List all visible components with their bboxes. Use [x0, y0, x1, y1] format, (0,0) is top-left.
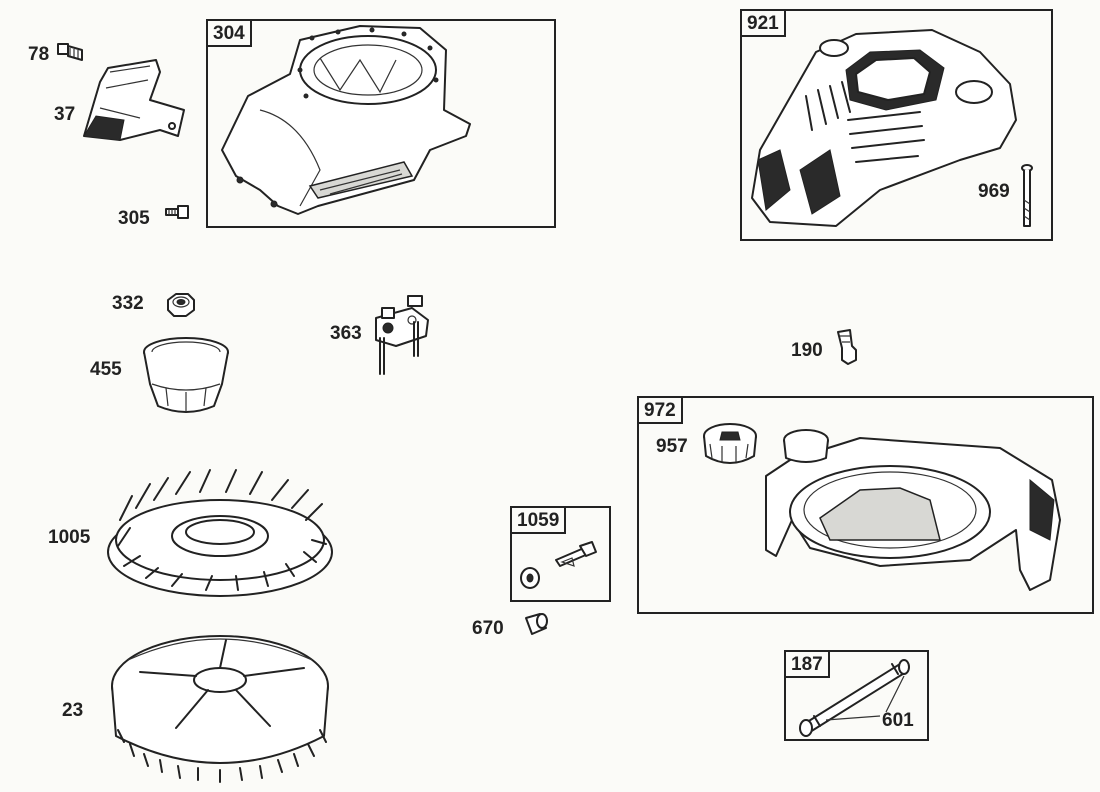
screw-78-drawing — [57, 43, 83, 61]
part-label-305: 305 — [118, 208, 150, 229]
part-label-1005: 1005 — [48, 527, 91, 548]
bracket-363-drawing — [375, 295, 429, 375]
kit-box-972: 972 — [637, 396, 1094, 614]
flywheel-23-drawing — [111, 635, 329, 783]
flywheel-fan-1005-drawing — [107, 469, 333, 597]
kit-box-187: 187 — [784, 650, 929, 741]
engine-cover-921-drawing — [751, 29, 1017, 227]
kit-box-1059: 1059 — [510, 506, 611, 602]
part-label-957: 957 — [656, 436, 688, 457]
kit-box-921-label: 921 — [740, 9, 786, 37]
part-label-23: 23 — [62, 700, 84, 721]
kit-box-187-label: 187 — [784, 650, 830, 678]
part-label-670: 670 — [472, 618, 504, 639]
kit-box-304-label: 304 — [206, 19, 252, 47]
nut-332-drawing — [167, 293, 195, 317]
fitting-190-drawing — [837, 329, 857, 365]
fuel-line-187-drawing — [799, 659, 910, 737]
part-label-601: 601 — [882, 710, 914, 731]
part-label-363: 363 — [330, 323, 362, 344]
fuel-tank-972-drawing — [765, 429, 1061, 591]
cup-455-drawing — [143, 337, 229, 413]
part-label-190: 190 — [791, 340, 823, 361]
blower-housing-304-drawing — [221, 25, 471, 215]
part-label-969: 969 — [978, 181, 1010, 202]
kit-box-972-label: 972 — [637, 396, 683, 424]
kit-box-921: 921 — [740, 9, 1053, 241]
screw-305-drawing — [165, 205, 189, 219]
oil-cap-957-drawing — [703, 423, 757, 464]
spacer-670-drawing — [525, 613, 548, 635]
bolt-969-drawing — [1021, 164, 1033, 227]
kit-box-1059-label: 1059 — [510, 506, 567, 534]
part-label-455: 455 — [90, 359, 122, 380]
pin-1059-drawing — [520, 541, 597, 589]
part-label-37: 37 — [54, 104, 76, 125]
part-label-332: 332 — [112, 293, 144, 314]
part-label-78: 78 — [28, 44, 50, 65]
baffle-37-drawing — [83, 59, 185, 141]
kit-box-304: 304 — [206, 19, 556, 228]
